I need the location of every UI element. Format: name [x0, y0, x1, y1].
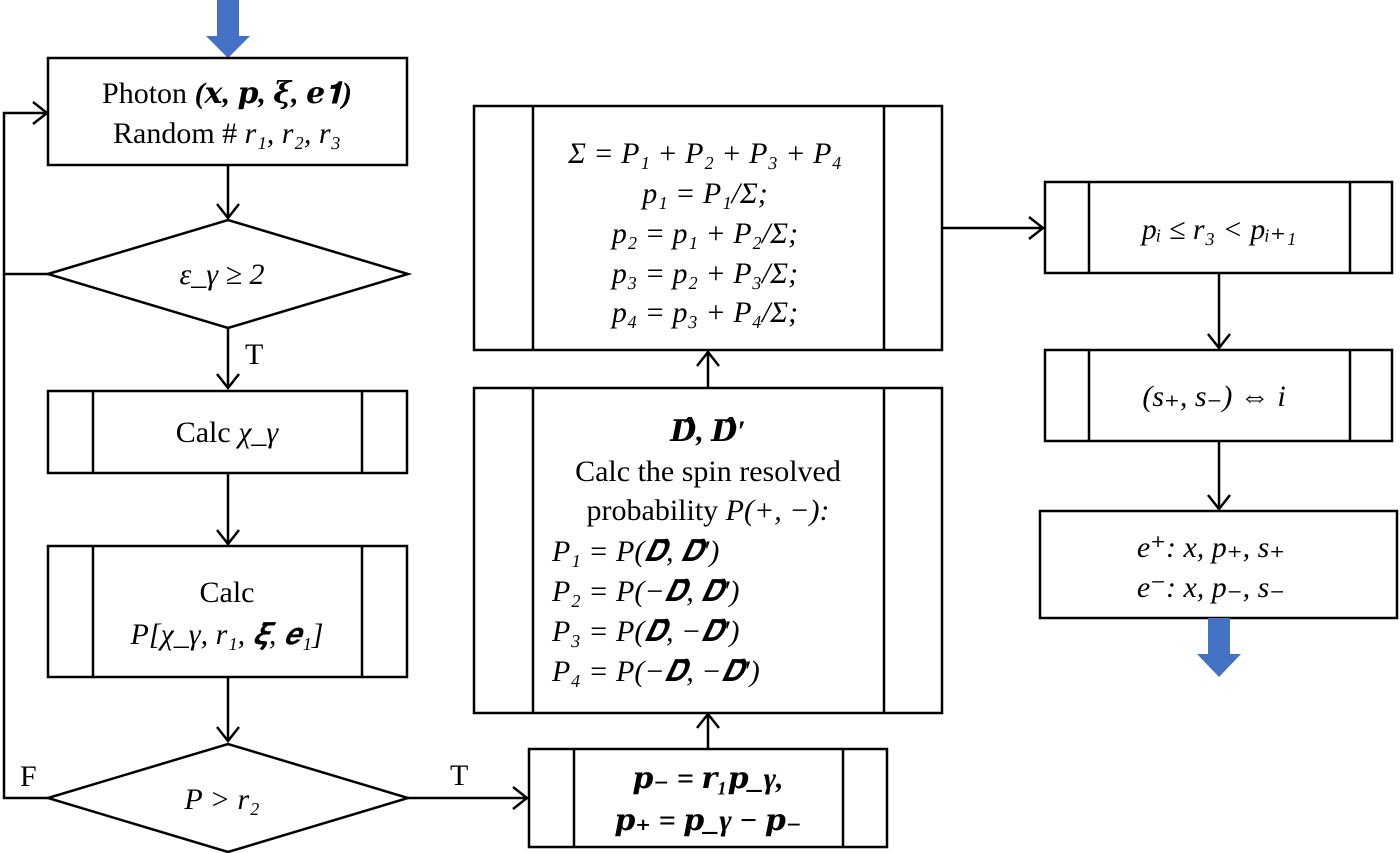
sum-line3: p₂ = p₁ + P₂/Σ; [610, 217, 798, 250]
true-label-1: T [245, 338, 263, 371]
calc-chi-text: Calc χ_γ [176, 416, 280, 449]
calc-p-line2: P[χ_γ, r₁, 𝝃, 𝒆₁] [130, 618, 324, 651]
calc-p-line1: Calc [200, 576, 255, 609]
spin-probability-box: 𝑫̂, 𝑫̂′ Calc the spin resolved probabili… [472, 386, 944, 715]
spin-p3: P₃ = P(𝑫̂, −𝑫̂′) [551, 615, 740, 648]
spin-line3: probability P(+, −): [587, 494, 830, 527]
calc-probability-box: Calc P[χ_γ, r₁, 𝝃, 𝒆₁] [46, 544, 409, 679]
spin-line2: Calc the spin resolved [575, 455, 841, 488]
true-label-2: T [450, 759, 468, 792]
spin-p2: P₂ = P(−𝑫̂, 𝑫̂′) [551, 575, 740, 608]
photon-line1: Photon (𝒙, 𝒑, 𝝃, 𝒆𝟏) [102, 77, 352, 110]
entry-arrow-icon [206, 0, 250, 58]
momentum-box: 𝒑₋ = 𝒓₁𝒑_γ, 𝒑₊ = 𝒑_γ − 𝒑₋ [527, 747, 889, 849]
false-label: F [20, 760, 37, 793]
energy-decision: ε_γ ≥ 2 [43, 218, 413, 330]
probability-decision: P > r₂ [43, 742, 413, 853]
normalization-box: Σ = P₁ + P₂ + P₃ + P₄ p₁ = P₁/Σ; p₂ = p₁… [472, 104, 944, 352]
exit-arrow-icon [1197, 618, 1241, 677]
positron-output: e⁺: x, p₊, s₊ [1137, 531, 1285, 564]
spin-operators: 𝑫̂, 𝑫̂′ [669, 415, 745, 448]
spin-map-text: (s₊, s₋) ⇔ i [1142, 380, 1285, 413]
spin-map-box: (s₊, s₋) ⇔ i [1043, 348, 1394, 443]
momentum-line1: 𝒑₋ = 𝒓₁𝒑_γ, [632, 762, 783, 795]
sum-line2: p₁ = P₁/Σ; [640, 177, 768, 210]
probability-condition: P > r₂ [183, 783, 259, 816]
output-box: e⁺: x, p₊, s₊ e⁻: x, p₋, s₋ [1038, 509, 1399, 620]
index-condition: pᵢ ≤ r₃ < pᵢ₊₁ [1140, 213, 1297, 246]
momentum-line2: 𝒑₊ = 𝒑_γ − 𝒑₋ [614, 804, 801, 837]
spin-p1: P₁ = P(𝑫̂, 𝑫̂′) [551, 535, 719, 568]
spin-p4: P₄ = P(−𝑫̂, −𝑫̂′) [551, 655, 760, 688]
sum-line5: p₄ = p₃ + P₄/Σ; [610, 296, 798, 329]
index-select-box: pᵢ ≤ r₃ < pᵢ₊₁ [1043, 180, 1394, 275]
sum-line4: p₃ = p₂ + P₃/Σ; [610, 257, 798, 290]
energy-condition: ε_γ ≥ 2 [179, 258, 264, 291]
calc-chi-box: Calc χ_γ [46, 389, 409, 475]
photon-box: Photon (𝒙, 𝒑, 𝝃, 𝒆𝟏) Random # r₁, r₂, r₃ [46, 56, 409, 167]
electron-output: e⁻: x, p₋, s₋ [1137, 571, 1285, 604]
sum-line1: Σ = P₁ + P₂ + P₃ + P₄ [567, 137, 842, 170]
photon-line2: Random # r₁, r₂, r₃ [113, 117, 341, 150]
